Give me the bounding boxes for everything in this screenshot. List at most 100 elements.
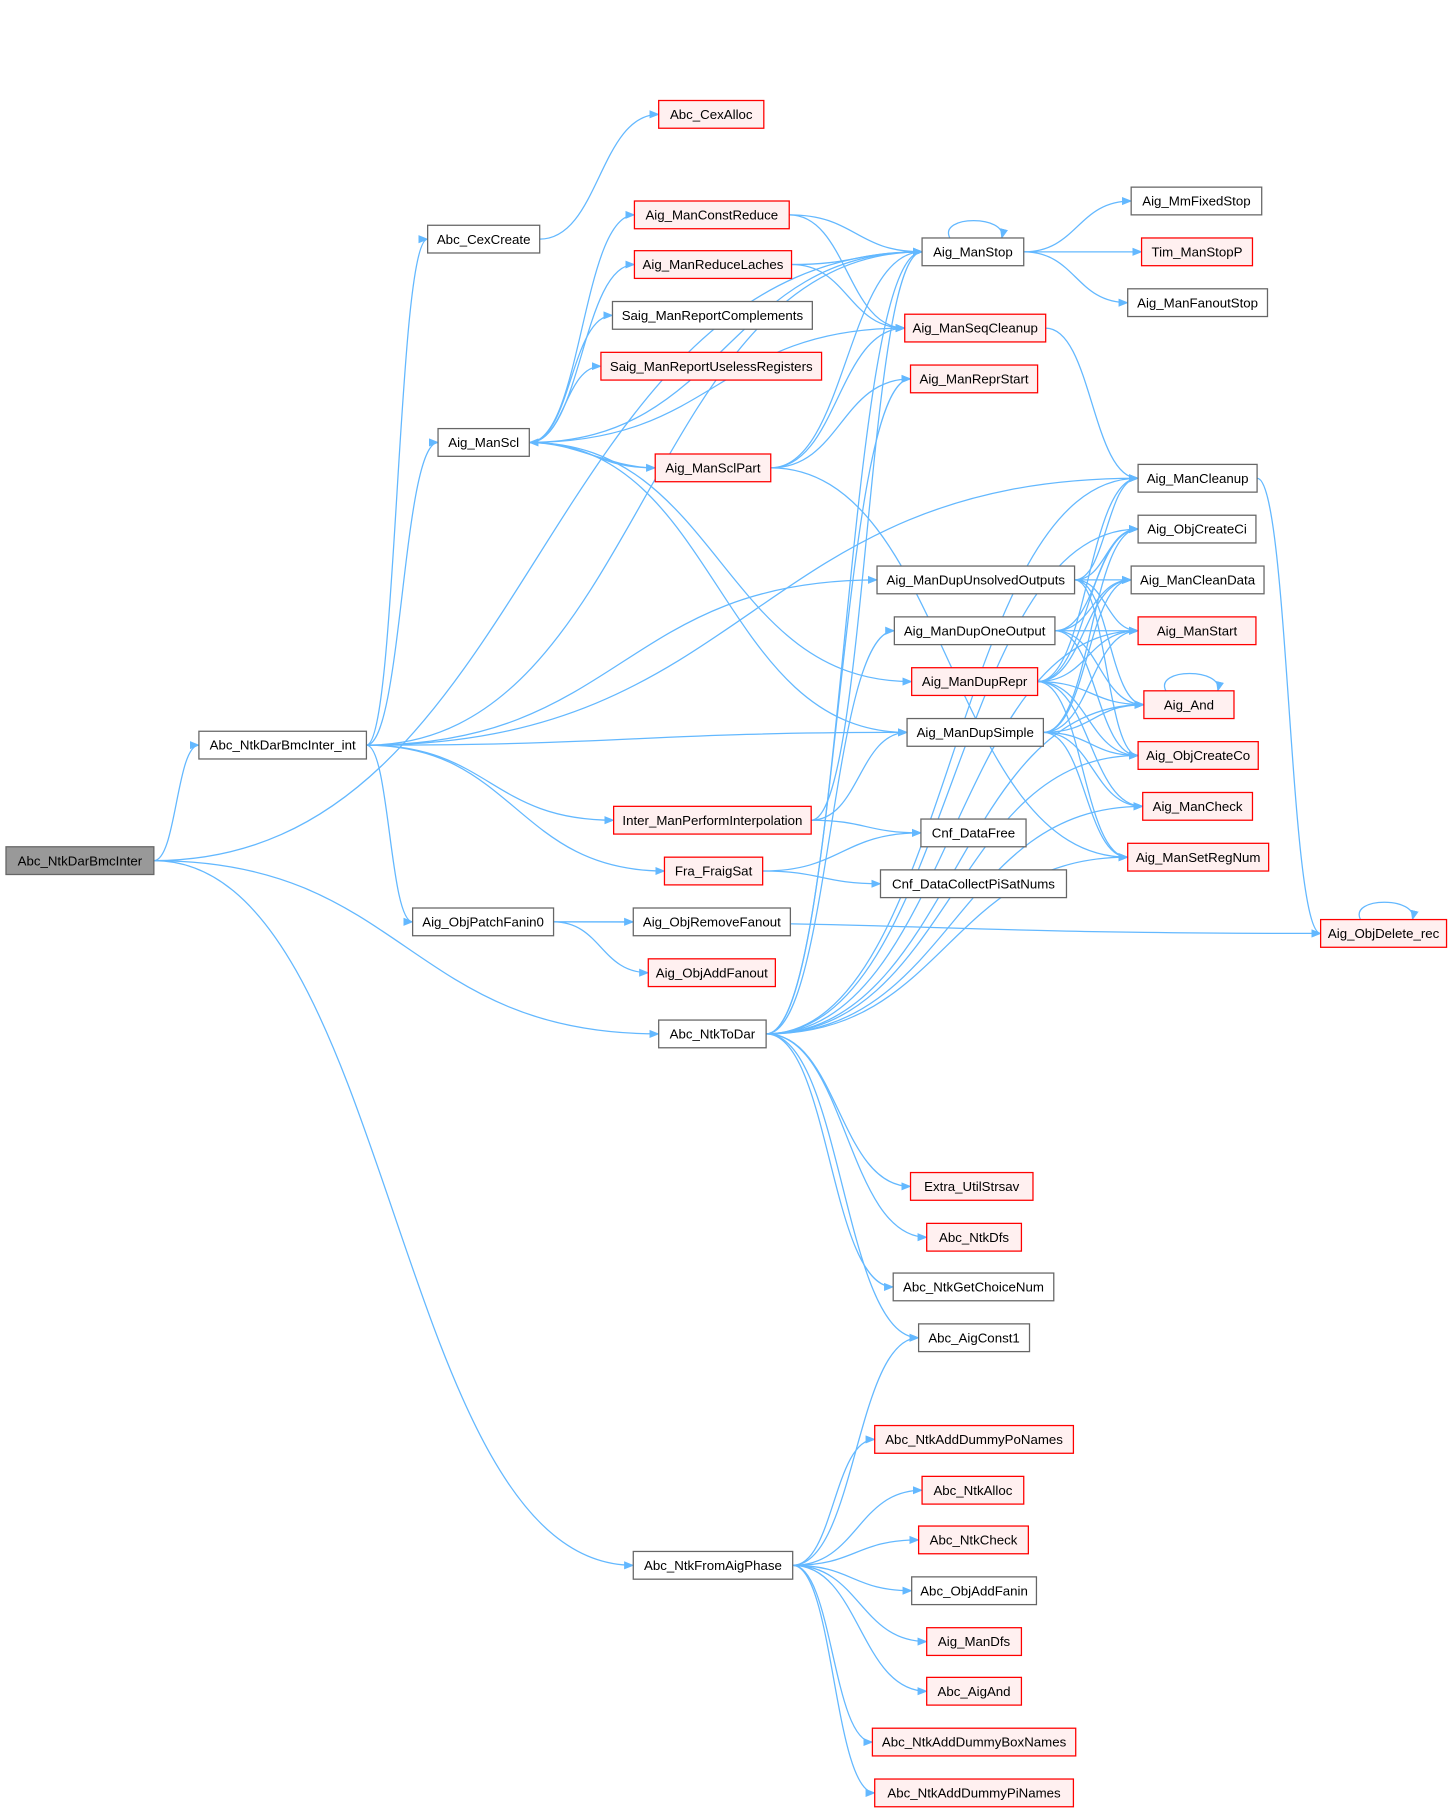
node-fanoutstop[interactable]: Aig_ManFanoutStop <box>1127 288 1269 318</box>
node-cleanup[interactable]: Aig_ManCleanup <box>1137 463 1258 493</box>
node-cexcreate[interactable]: Abc_CexCreate <box>427 224 541 254</box>
node-box[interactable] <box>198 730 368 760</box>
node-delrec[interactable]: Aig_ObjDelete_rec <box>1319 918 1448 948</box>
node-ntkdfs[interactable]: Abc_NtkDfs <box>926 1222 1023 1252</box>
node-box[interactable] <box>909 364 1039 394</box>
node-box[interactable] <box>879 869 1068 899</box>
node-start[interactable]: Aig_ManStart <box>1137 616 1257 646</box>
node-box[interactable] <box>437 427 530 457</box>
node-box[interactable] <box>633 200 790 230</box>
node-and[interactable]: Aig_And <box>1143 690 1235 720</box>
node-mmfixed[interactable]: Aig_MmFixedStop <box>1130 186 1263 216</box>
node-todar[interactable]: Abc_NtkToDar <box>658 1019 767 1049</box>
node-box[interactable] <box>600 351 823 381</box>
node-fromaig[interactable]: Abc_NtkFromAigPhase <box>632 1550 794 1580</box>
node-box[interactable] <box>926 1222 1023 1252</box>
node-repuseless[interactable]: Saig_ManReportUselessRegisters <box>600 351 823 381</box>
node-dupunsolved[interactable]: Aig_ManDupUnsolvedOutputs <box>876 565 1076 595</box>
node-duponeout[interactable]: Aig_ManDupOneOutput <box>893 616 1056 646</box>
node-check[interactable]: Aig_ManCheck <box>1142 791 1254 821</box>
node-box[interactable] <box>892 1272 1055 1302</box>
node-box[interactable] <box>917 1525 1029 1555</box>
node-reducelaches[interactable]: Aig_ManReduceLaches <box>633 250 793 280</box>
node-box[interactable] <box>926 1676 1023 1706</box>
node-fraig[interactable]: Fra_FraigSat <box>663 856 764 886</box>
node-box[interactable] <box>611 300 813 330</box>
node-int[interactable]: Abc_NtkDarBmcInter_int <box>198 730 368 760</box>
node-box[interactable] <box>411 907 555 937</box>
node-dummypo[interactable]: Abc_NtkAddDummyPoNames <box>874 1424 1075 1454</box>
node-duprepr[interactable]: Aig_ManDupRepr <box>911 667 1039 697</box>
node-box[interactable] <box>909 1171 1034 1201</box>
node-timstop[interactable]: Tim_ManStopP <box>1140 237 1254 267</box>
node-box[interactable] <box>1137 741 1259 771</box>
node-mandfs[interactable]: Aig_ManDfs <box>926 1627 1023 1657</box>
node-box[interactable] <box>911 667 1039 697</box>
node-box[interactable] <box>633 250 793 280</box>
node-box[interactable] <box>926 1627 1023 1657</box>
node-box[interactable] <box>871 1727 1077 1757</box>
node-box[interactable] <box>874 1778 1075 1808</box>
node-const1[interactable]: Abc_AigConst1 <box>917 1323 1031 1353</box>
node-createco[interactable]: Aig_ObjCreateCo <box>1137 741 1259 771</box>
node-root[interactable]: Abc_NtkDarBmcInter <box>5 846 155 876</box>
node-box[interactable] <box>906 717 1045 747</box>
node-box[interactable] <box>917 1323 1031 1353</box>
node-addfanout[interactable]: Aig_ObjAddFanout <box>647 958 776 988</box>
node-reprstart[interactable]: Aig_ManReprStart <box>909 364 1039 394</box>
node-box[interactable] <box>647 958 776 988</box>
node-box[interactable] <box>1137 514 1257 544</box>
node-addfanin[interactable]: Abc_ObjAddFanin <box>911 1576 1038 1606</box>
node-box[interactable] <box>1127 842 1270 872</box>
node-stop[interactable]: Aig_ManStop <box>921 237 1025 267</box>
node-box[interactable] <box>1137 616 1257 646</box>
node-box[interactable] <box>876 565 1076 595</box>
node-box[interactable] <box>921 1475 1025 1505</box>
node-box[interactable] <box>1142 791 1254 821</box>
node-box[interactable] <box>904 313 1047 343</box>
node-cexalloc[interactable]: Abc_CexAlloc <box>658 99 765 129</box>
node-cleandata[interactable]: Aig_ManCleanData <box>1130 565 1265 595</box>
node-choicenum[interactable]: Abc_NtkGetChoiceNum <box>892 1272 1055 1302</box>
node-box[interactable] <box>5 846 155 876</box>
node-box[interactable] <box>1130 186 1263 216</box>
node-box[interactable] <box>1140 237 1254 267</box>
node-box[interactable] <box>1319 918 1448 948</box>
node-patch[interactable]: Aig_ObjPatchFanin0 <box>411 907 555 937</box>
node-box[interactable] <box>663 856 764 886</box>
node-setregnum[interactable]: Aig_ManSetRegNum <box>1127 842 1270 872</box>
node-inter[interactable]: Inter_ManPerformInterpolation <box>612 805 812 835</box>
node-repcompl[interactable]: Saig_ManReportComplements <box>611 300 813 330</box>
node-box[interactable] <box>658 99 765 129</box>
node-box[interactable] <box>658 1019 767 1049</box>
node-box[interactable] <box>874 1424 1075 1454</box>
node-box[interactable] <box>893 616 1056 646</box>
node-dummybox[interactable]: Abc_NtkAddDummyBoxNames <box>871 1727 1077 1757</box>
node-box[interactable] <box>632 907 792 937</box>
node-dummypi[interactable]: Abc_NtkAddDummyPiNames <box>874 1778 1075 1808</box>
node-seqcleanup[interactable]: Aig_ManSeqCleanup <box>904 313 1047 343</box>
node-box[interactable] <box>1127 288 1269 318</box>
node-box[interactable] <box>921 237 1025 267</box>
node-aigand[interactable]: Abc_AigAnd <box>926 1676 1023 1706</box>
node-strsav[interactable]: Extra_UtilStrsav <box>909 1171 1034 1201</box>
node-sclpart[interactable]: Aig_ManSclPart <box>654 453 772 483</box>
node-box[interactable] <box>654 453 772 483</box>
node-box[interactable] <box>1137 463 1258 493</box>
node-box[interactable] <box>632 1550 794 1580</box>
node-cnffree[interactable]: Cnf_DataFree <box>920 818 1027 848</box>
node-box[interactable] <box>427 224 541 254</box>
node-ntkalloc[interactable]: Abc_NtkAlloc <box>921 1475 1025 1505</box>
node-removefanout[interactable]: Aig_ObjRemoveFanout <box>632 907 792 937</box>
node-box[interactable] <box>920 818 1027 848</box>
node-scl[interactable]: Aig_ManScl <box>437 427 530 457</box>
node-createci[interactable]: Aig_ObjCreateCi <box>1137 514 1257 544</box>
node-cnfcollect[interactable]: Cnf_DataCollectPiSatNums <box>879 869 1068 899</box>
node-constreduce[interactable]: Aig_ManConstReduce <box>633 200 790 230</box>
node-box[interactable] <box>1143 690 1235 720</box>
node-box[interactable] <box>911 1576 1038 1606</box>
node-dupsimple[interactable]: Aig_ManDupSimple <box>906 717 1045 747</box>
node-ntkcheck[interactable]: Abc_NtkCheck <box>917 1525 1029 1555</box>
node-box[interactable] <box>612 805 812 835</box>
node-box[interactable] <box>1130 565 1265 595</box>
